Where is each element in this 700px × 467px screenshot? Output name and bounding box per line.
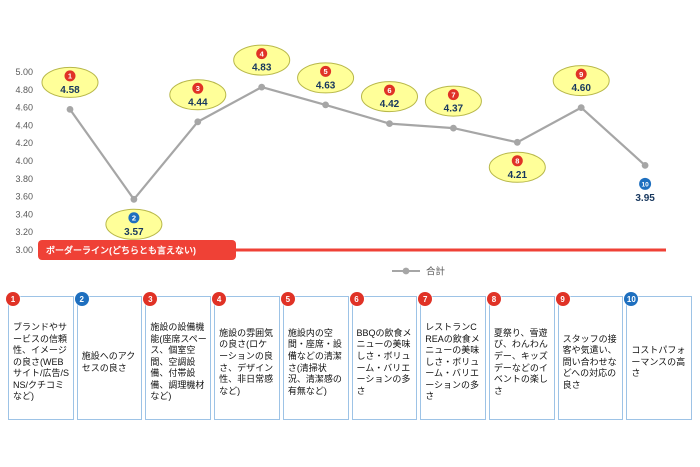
legend-label: 合計 (426, 266, 446, 278)
highlight-ellipse (488, 151, 546, 183)
category-box-5: 5 施設内の空間・座席・設備などの清潔さ(清掃状況、清潔感の有無など) (280, 292, 349, 420)
point-value: 4.63 (316, 80, 336, 91)
category-label-2: 施設へのアクセスの良さ (81, 350, 136, 373)
point-number: 9 (579, 70, 583, 79)
borderline-label-box (38, 240, 236, 260)
point-number-badge (320, 65, 332, 77)
category-box-6: 6 BBQの飲食メニューの美味しさ・ボリューム・バリエーションの多さ (349, 292, 418, 420)
category-badge-10: 10 (624, 292, 639, 306)
point-value: 4.44 (188, 97, 208, 108)
y-axis-tick: 3.40 (15, 209, 33, 219)
category-badge-9: 9 (555, 292, 570, 306)
y-axis-tick: 3.00 (15, 245, 33, 255)
y-axis-tick: 4.00 (15, 156, 33, 166)
point-number: 5 (324, 67, 328, 76)
highlight-ellipse (233, 44, 291, 76)
category-badge-2: 2 (74, 292, 89, 306)
data-point (641, 162, 649, 169)
highlight-ellipse (361, 81, 418, 113)
y-axis-tick: 3.20 (15, 227, 33, 237)
data-point (450, 124, 457, 132)
point-value: 4.83 (252, 63, 272, 74)
point-number: 2 (132, 214, 136, 223)
highlight-ellipse (41, 66, 99, 98)
category-box-3: 3 施設の設備機能(座席スペース、個室空間、空調設備、付帯設備、調理機材など) (143, 292, 212, 420)
highlight-ellipse (169, 79, 227, 111)
category-badge-4: 4 (212, 292, 227, 306)
data-point (194, 118, 202, 126)
data-point (322, 101, 329, 109)
data-point (130, 195, 138, 203)
point-value: 3.57 (124, 227, 144, 238)
y-axis-tick: 5.00 (15, 67, 33, 77)
highlight-ellipse (424, 85, 482, 117)
point-value: 4.58 (60, 85, 80, 96)
data-point (386, 120, 393, 127)
category-label-9: スタッフの接客や気遣い、問い合わせなどへの対応の良さ (562, 333, 617, 390)
point-number-badge (384, 84, 395, 96)
category-legend: 1 ブランドやサービスの信頼性、イメージの良さ(WEBサイト/広告/SNS/クチ… (0, 290, 700, 420)
point-value: 4.60 (571, 83, 591, 94)
data-point (577, 104, 585, 111)
category-badge-1: 1 (6, 292, 20, 306)
highlight-ellipse (297, 62, 355, 94)
y-axis-tick: 4.60 (15, 103, 33, 113)
point-value: 4.21 (508, 170, 528, 181)
y-axis-tick: 3.80 (15, 174, 33, 184)
y-axis-tick: 4.40 (15, 120, 33, 130)
category-box-2: 2 施設へのアクセスの良さ (74, 292, 143, 420)
point-number-badge (447, 89, 459, 101)
point-number-badge (64, 70, 76, 82)
category-box-4: 4 施設の雰囲気の良さ(ロケーションの良さ、デザイン性、非日常感など) (212, 292, 280, 420)
category-label-1: ブランドやサービスの信頼性、イメージの良さ(WEBサイト/広告/SNS/クチコミ… (13, 322, 70, 402)
point-number: 3 (196, 84, 200, 93)
highlight-ellipse (105, 208, 163, 240)
point-number-badge (639, 177, 652, 190)
category-badge-6: 6 (349, 292, 364, 306)
legend-marker (402, 267, 410, 275)
highlight-ellipse (552, 65, 610, 97)
category-box-1: 1 ブランドやサービスの信頼性、イメージの良さ(WEBサイト/広告/SNS/クチ… (6, 292, 74, 420)
category-badge-7: 7 (418, 292, 433, 306)
point-number-badge (575, 68, 587, 80)
point-number: 4 (260, 49, 265, 58)
point-number: 6 (387, 86, 391, 95)
y-axis-tick: 4.20 (15, 138, 33, 148)
category-label-4: 施設の雰囲気の良さ(ロケーションの良さ、デザイン性、非日常感など) (219, 327, 274, 396)
category-label-5: 施設内の空間・座席・設備などの清潔さ(清掃状況、清潔感の有無など) (287, 327, 342, 396)
point-number: 8 (515, 157, 519, 166)
borderline-label: ボーダーライン(どちらとも言えない) (46, 245, 196, 256)
line-chart: 5.00 4.80 4.60 4.40 4.20 4.00 3.80 3.60 3.40 3.20… (15, 44, 666, 278)
y-axis-tick: 4.80 (15, 85, 33, 95)
category-box-9: 9 スタッフの接客や気遣い、問い合わせなどへの対応の良さ (555, 292, 624, 420)
category-box-10: 10 コストパフォーマンスの高さ (624, 292, 693, 420)
category-label-8: 夏祭り、雪遊び、わんわんデー、キッズデーなどのイベントの楽しさ (493, 327, 548, 396)
data-point (258, 83, 266, 91)
category-badge-8: 8 (486, 292, 501, 306)
point-number-badge (192, 82, 204, 94)
category-label-3: 施設の設備機能(座席スペース、個室空間、空調設備、付帯設備、調理機材など) (150, 322, 207, 402)
category-box-7: 7 レストランCREAの飲食メニューの美味しさ・ボリューム・バリエーションの多さ (418, 292, 486, 420)
point-number: 10 (641, 182, 649, 189)
point-value: 4.42 (380, 99, 400, 110)
point-number-badge (256, 48, 268, 60)
point-number-badge (128, 212, 140, 224)
category-badge-3: 3 (143, 292, 158, 306)
point-value: 4.37 (444, 104, 464, 115)
category-label-10: コストパフォーマンスの高さ (631, 345, 686, 379)
category-label-6: BBQの飲食メニューの美味しさ・ボリューム・バリエーションの多さ (356, 327, 412, 396)
data-point (513, 138, 521, 146)
series-line (69, 85, 646, 202)
point-value: 3.95 (635, 193, 655, 204)
category-badge-5: 5 (280, 292, 295, 306)
point-number-badge (511, 155, 523, 167)
y-axis-tick: 3.60 (15, 192, 33, 202)
data-point (66, 106, 74, 113)
point-number: 7 (451, 90, 455, 99)
category-box-8: 8 夏祭り、雪遊び、わんわんデー、キッズデーなどのイベントの楽しさ (486, 292, 555, 420)
point-number: 1 (68, 72, 72, 81)
category-label-7: レストランCREAの飲食メニューの美味しさ・ボリューム・バリエーションの多さ (425, 322, 480, 402)
